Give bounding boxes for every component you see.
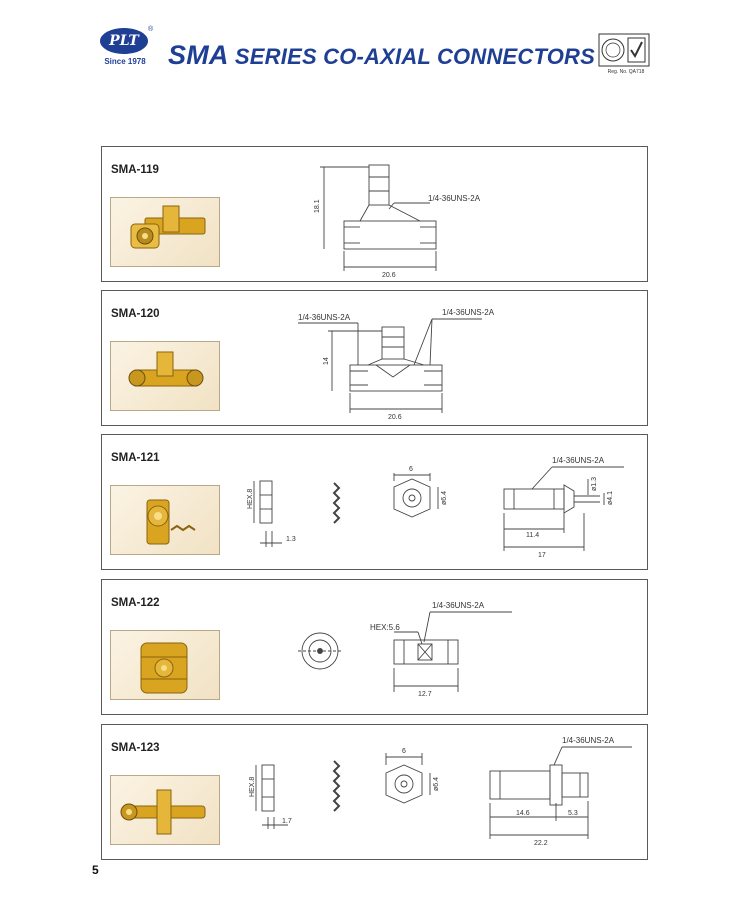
product-photo	[110, 485, 220, 555]
dim-nut-hex: 6	[409, 466, 413, 473]
thread-spec: 1/4-36UNS-2A	[428, 194, 481, 203]
dim-length-b: 17	[538, 552, 546, 559]
page-header: PLT ® Since 1978 SMA SERIES CO-AXIAL CON…	[0, 0, 752, 90]
product-panel-sma-122: SMA-122 HEX:5.6 12.7	[101, 579, 648, 715]
model-label: SMA-123	[111, 742, 160, 754]
tee-connector-photo-icon	[130, 205, 206, 249]
technical-drawing: HEX.8 1.3 6 ø6.4 ø1.3 ø4.1 11.4 17 1/4-3…	[232, 435, 642, 569]
dim-width: 20.6	[388, 414, 402, 421]
product-panel-sma-119: SMA-119 18.1 20.6 1	[101, 146, 648, 282]
logo-registered-mark: ®	[148, 26, 154, 33]
dim-hex: HEX.8	[249, 777, 256, 797]
product-photo	[110, 630, 220, 700]
dim-length-a: 14.6	[516, 810, 530, 817]
title-rest: SERIES CO-AXIAL CONNECTORS	[228, 44, 596, 69]
thread-spec: 1/4-36UNS-2A	[562, 736, 615, 745]
product-panel-sma-123: SMA-123	[101, 724, 648, 860]
dim-length-b: 5.3	[568, 810, 578, 817]
technical-drawing: 18.1 20.6 1/4-36UNS-2A	[302, 147, 642, 281]
product-panel-sma-120: SMA-120 14 20.6 1	[101, 290, 648, 426]
iso-certification-badge: Reg. No. QA718	[598, 33, 652, 77]
thread-spec: 1/4-36UNS-2A	[432, 601, 485, 610]
dim-height: 18.1	[314, 199, 321, 213]
since-label: Since 1978	[104, 57, 146, 66]
dim-height: 14	[323, 357, 330, 365]
straight-adapter-photo-icon	[140, 642, 188, 694]
page-number: 5	[92, 863, 99, 877]
model-label: SMA-121	[111, 452, 160, 464]
model-label: SMA-119	[111, 164, 159, 176]
page-title: SMA SERIES CO-AXIAL CONNECTORS	[168, 40, 595, 71]
title-sma: SMA	[168, 40, 229, 70]
dim-length: 12.7	[418, 691, 432, 698]
dim-pin-diameter: ø1.3	[591, 477, 598, 491]
dim-nut-diameter: ø6.4	[441, 491, 448, 505]
technical-drawing: HEX.8 1.7 6 ø6.4 14.6 5.3 22.2 1/4-36UNS…	[232, 725, 642, 859]
logo-text: PLT	[100, 28, 148, 54]
dim-nut-thickness: 1.3	[286, 536, 296, 543]
tee-adapter-photo-icon	[128, 351, 204, 387]
dim-length-c: 22.2	[534, 840, 548, 847]
dim-body-diameter: ø4.1	[607, 491, 614, 505]
dim-width: 20.6	[382, 272, 396, 279]
model-label: SMA-120	[111, 308, 160, 320]
thread-spec-left: 1/4-36UNS-2A	[298, 313, 351, 322]
dim-hex: HEX:5.6	[370, 623, 400, 632]
technical-drawing: HEX:5.6 12.7 1/4-36UNS-2A	[282, 580, 582, 714]
thread-spec: 1/4-36UNS-2A	[552, 456, 605, 465]
bulkhead-adapter-photo-icon	[120, 789, 206, 835]
cert-reg-number: Reg. No. QA718	[607, 69, 645, 75]
dim-nut-diameter: ø6.4	[433, 777, 440, 791]
plt-logo: PLT ® Since 1978	[96, 24, 156, 70]
product-photo	[110, 197, 220, 267]
dim-nut-hex: 6	[402, 748, 406, 755]
product-photo	[110, 775, 220, 845]
bulkhead-jack-photo-icon	[146, 499, 196, 545]
certification-seal-icon	[598, 33, 650, 67]
technical-drawing: 14 20.6 1/4-36UNS-2A 1/4-36UNS-2A	[292, 291, 632, 425]
model-label: SMA-122	[111, 597, 160, 609]
thread-spec-right: 1/4-36UNS-2A	[442, 308, 495, 317]
dim-nut-thickness: 1.7	[282, 818, 292, 825]
product-photo	[110, 341, 220, 411]
dim-length-a: 11.4	[526, 532, 539, 539]
dim-hex: HEX.8	[247, 489, 254, 509]
product-panel-sma-121: SMA-121	[101, 434, 648, 570]
